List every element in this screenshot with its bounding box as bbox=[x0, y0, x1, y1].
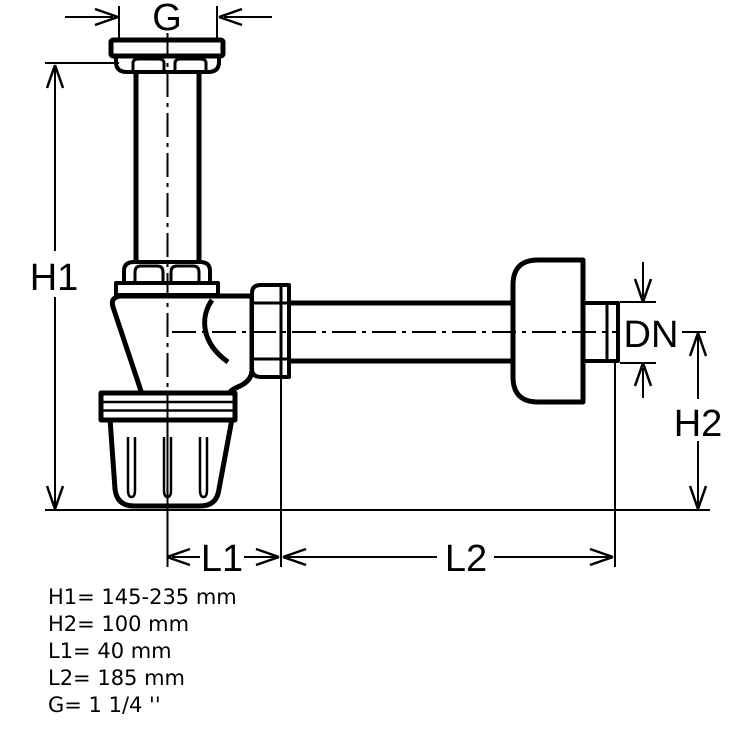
dimension-g: G bbox=[65, 0, 272, 42]
spec-list: H1= 145-235 mm H2= 100 mm L1= 40 mm L2= … bbox=[48, 585, 237, 717]
label-l1: L1 bbox=[201, 538, 243, 580]
spec-line-h2: H2= 100 mm bbox=[48, 612, 189, 636]
spec-line-g: G= 1 1/4 '' bbox=[48, 693, 161, 717]
spec-line-h1: H1= 145-235 mm bbox=[48, 585, 237, 609]
label-g: G bbox=[152, 0, 182, 39]
dimension-dn: DN bbox=[620, 262, 678, 398]
centerlines bbox=[166, 33, 712, 567]
spec-line-l2: L2= 185 mm bbox=[48, 666, 185, 690]
trap-body bbox=[109, 293, 255, 397]
spec-line-l1: L1= 40 mm bbox=[48, 639, 172, 663]
dimension-l2: L2 bbox=[282, 362, 616, 580]
dimension-h1: H1 bbox=[28, 62, 119, 510]
dimension-h2: H2 bbox=[671, 332, 725, 510]
label-dn: DN bbox=[624, 314, 679, 356]
label-h1: H1 bbox=[30, 257, 79, 299]
label-l2: L2 bbox=[445, 538, 487, 580]
dimension-l1: L1 bbox=[166, 377, 282, 580]
label-h2: H2 bbox=[674, 403, 723, 445]
